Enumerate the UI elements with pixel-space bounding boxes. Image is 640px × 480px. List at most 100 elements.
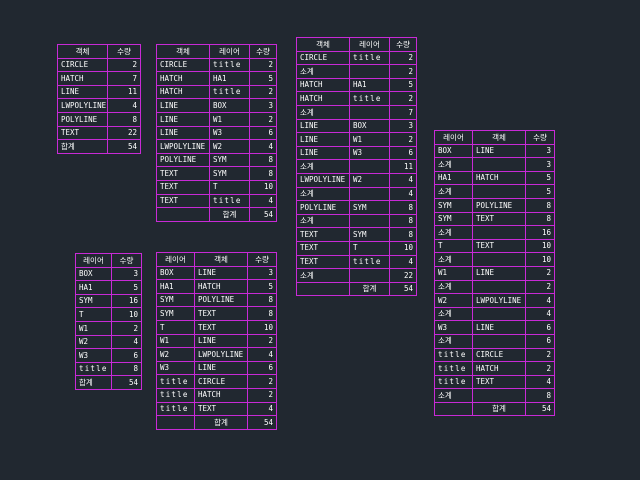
quantity-cell: 8 [525,211,555,227]
table-cell: CIRCLE [194,374,248,389]
table-cell: 소계 [296,186,350,202]
table-cell: 합계 [194,415,248,430]
table-cell: title [349,254,390,270]
table-cell: 합계 [209,207,250,222]
table-cell: title [349,50,390,66]
table-cell: SYM [209,166,250,181]
quantity-cell: 6 [249,125,277,141]
table-cell: LINE [296,132,350,147]
quantity-cell: 10 [525,252,555,267]
quantity-cell: 8 [525,197,555,213]
quantity-cell: 8 [389,227,417,242]
quantity-cell: 11 [107,84,141,100]
table-cell: HATCH [156,84,210,100]
table-cell [156,207,210,222]
table-cell: SYM [349,200,390,215]
quantity-cell: 2 [525,265,555,281]
column-header: 수량 [389,37,417,52]
column-header: 레이어 [434,130,473,145]
table-cell: W3 [434,320,473,335]
table-cell: W1 [156,333,195,349]
quantity-cell: 2 [525,279,555,295]
table-cell: title [209,57,250,73]
column-header: 객체 [156,44,210,59]
quantity-cell: 3 [249,98,277,113]
table-cell: 합계 [57,139,108,154]
table-cell: W1 [434,265,473,281]
table-cell: 합계 [472,401,526,417]
table-cell: LINE [472,265,526,281]
table-cell [349,64,390,79]
table-cell: BOX [75,266,112,282]
quantity-cell: 2 [249,111,277,127]
table-cell: HA1 [75,280,112,295]
table-cell: TEXT [472,211,526,227]
table-cell: LWPOLYLINE [472,293,526,308]
table-cell: LINE [57,84,108,100]
table-cell [434,401,473,417]
quantity-cell: 54 [525,401,555,417]
table-cell: TEXT [156,179,210,195]
table-cell: POLYLINE [296,200,350,215]
table-cell: LINE [156,125,210,141]
column-header: 레이어 [156,252,195,267]
table-cell: SYM [156,306,195,321]
table-cell: CIRCLE [57,57,108,73]
quantity-cell: 3 [111,266,142,282]
table-cell: TEXT [194,306,248,321]
table-cell: HA1 [349,77,390,93]
table-cell: W2 [209,139,250,154]
table-cell: TEXT [472,374,526,390]
quantity-cell: 5 [389,77,417,93]
table-cell: LWPOLYLINE [194,347,248,362]
quantity-cell: 2 [247,374,277,389]
quantity-cell: 3 [247,265,277,281]
table-cell: W2 [75,334,112,350]
quantity-cell: 2 [389,91,417,106]
column-header: 객체 [472,130,526,145]
table-cell [349,213,390,229]
table-cell: POLYLINE [194,292,248,308]
table-cell: SYM [349,227,390,242]
table-cell: 소계 [434,388,473,403]
quantity-cell: 5 [525,184,555,199]
table-cell: title [209,193,250,209]
column-header: 객체 [296,37,350,52]
table-cell: W2 [434,293,473,308]
table-cell: LINE [194,265,248,281]
quantity-cell: 54 [249,207,277,222]
table-cell: HATCH [296,91,350,106]
